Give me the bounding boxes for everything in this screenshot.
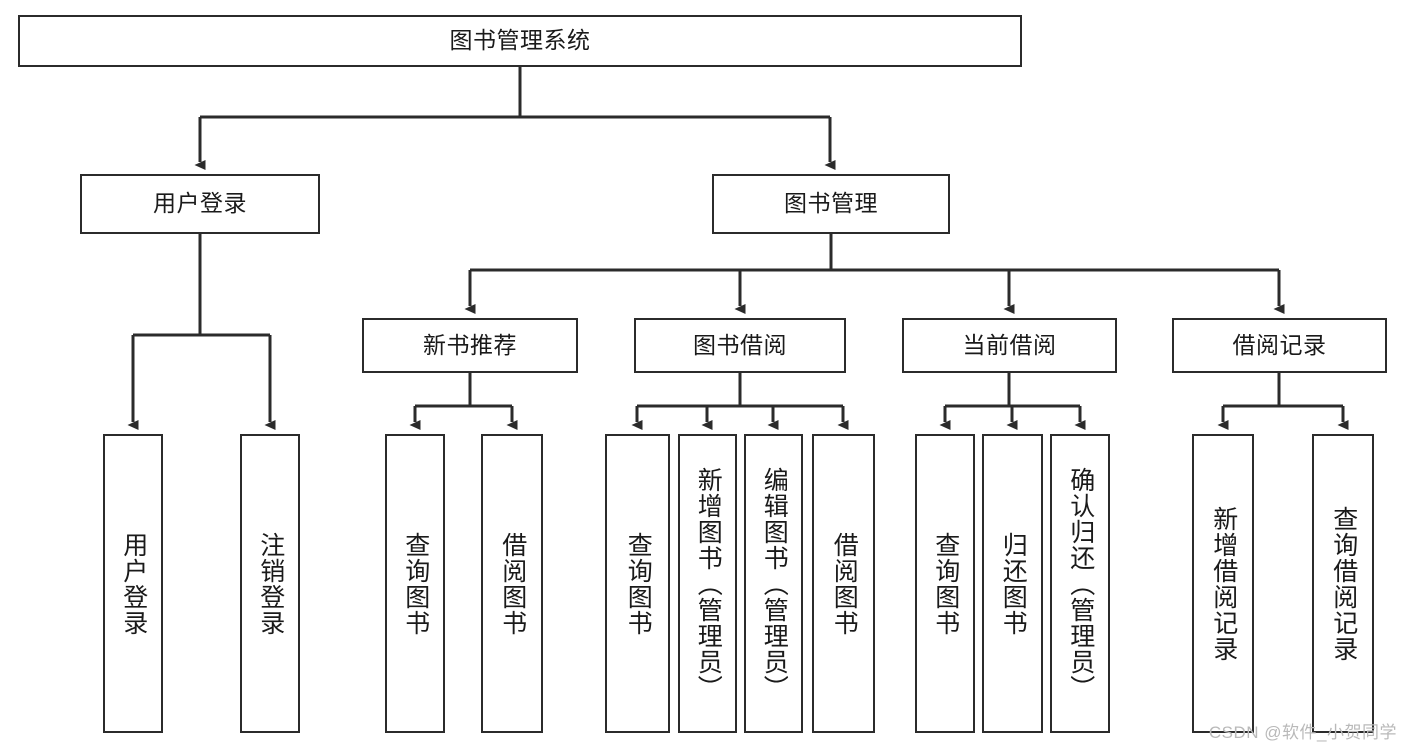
node-leaf-query-book-2-label: 查询图书 bbox=[624, 531, 653, 636]
csdn-watermark: CSDN @软件_小贺同学 bbox=[1208, 723, 1397, 742]
node-leaf-query-book-2[interactable]: 查询图书 bbox=[605, 434, 670, 733]
node-leaf-user-login-label: 用户登录 bbox=[119, 531, 148, 636]
node-new-book-recommend-label: 新书推荐 bbox=[423, 331, 517, 358]
node-user-login[interactable]: 用户登录 bbox=[80, 174, 320, 234]
node-book-borrow-label: 图书借阅 bbox=[693, 331, 787, 358]
node-leaf-query-book-3-label: 查询图书 bbox=[931, 531, 960, 636]
node-leaf-borrow-book-1-label: 借阅图书 bbox=[498, 531, 527, 636]
node-leaf-edit-book[interactable]: 编辑图书（管理员） bbox=[744, 434, 803, 733]
node-root-label: 图书管理系统 bbox=[449, 27, 591, 54]
node-leaf-query-book-1[interactable]: 查询图书 bbox=[385, 434, 445, 733]
node-leaf-return-book[interactable]: 归还图书 bbox=[982, 434, 1043, 733]
node-leaf-query-record[interactable]: 查询借阅记录 bbox=[1312, 434, 1374, 733]
node-borrow-record[interactable]: 借阅记录 bbox=[1172, 318, 1387, 373]
node-leaf-query-book-3[interactable]: 查询图书 bbox=[915, 434, 975, 733]
node-leaf-logout-label: 注销登录 bbox=[256, 531, 285, 636]
node-leaf-add-record[interactable]: 新增借阅记录 bbox=[1192, 434, 1254, 733]
node-leaf-add-book[interactable]: 新增图书（管理员） bbox=[678, 434, 737, 733]
node-leaf-add-record-label: 新增借阅记录 bbox=[1209, 505, 1238, 662]
node-leaf-logout[interactable]: 注销登录 bbox=[240, 434, 300, 733]
node-leaf-edit-book-label: 编辑图书（管理员） bbox=[760, 466, 789, 701]
node-new-book-recommend[interactable]: 新书推荐 bbox=[362, 318, 578, 373]
node-current-borrow-label: 当前借阅 bbox=[962, 331, 1057, 358]
node-user-login-label: 用户登录 bbox=[153, 190, 247, 217]
node-leaf-query-record-label: 查询借阅记录 bbox=[1329, 505, 1358, 662]
node-leaf-user-login[interactable]: 用户登录 bbox=[103, 434, 163, 733]
node-root[interactable]: 图书管理系统 bbox=[18, 15, 1022, 67]
node-book-manage-label: 图书管理 bbox=[784, 190, 878, 217]
node-leaf-confirm-return-label: 确认归还（管理员） bbox=[1066, 466, 1095, 701]
node-leaf-borrow-book-2-label: 借阅图书 bbox=[830, 531, 859, 636]
node-leaf-query-book-1-label: 查询图书 bbox=[401, 531, 430, 636]
node-leaf-borrow-book-1[interactable]: 借阅图书 bbox=[481, 434, 543, 733]
node-book-manage[interactable]: 图书管理 bbox=[712, 174, 950, 234]
node-borrow-record-label: 借阅记录 bbox=[1232, 331, 1327, 358]
node-leaf-borrow-book-2[interactable]: 借阅图书 bbox=[812, 434, 875, 733]
node-leaf-add-book-label: 新增图书（管理员） bbox=[694, 466, 723, 701]
node-leaf-confirm-return[interactable]: 确认归还（管理员） bbox=[1050, 434, 1110, 733]
node-book-borrow[interactable]: 图书借阅 bbox=[634, 318, 846, 373]
node-leaf-return-book-label: 归还图书 bbox=[999, 531, 1028, 636]
node-current-borrow[interactable]: 当前借阅 bbox=[902, 318, 1117, 373]
